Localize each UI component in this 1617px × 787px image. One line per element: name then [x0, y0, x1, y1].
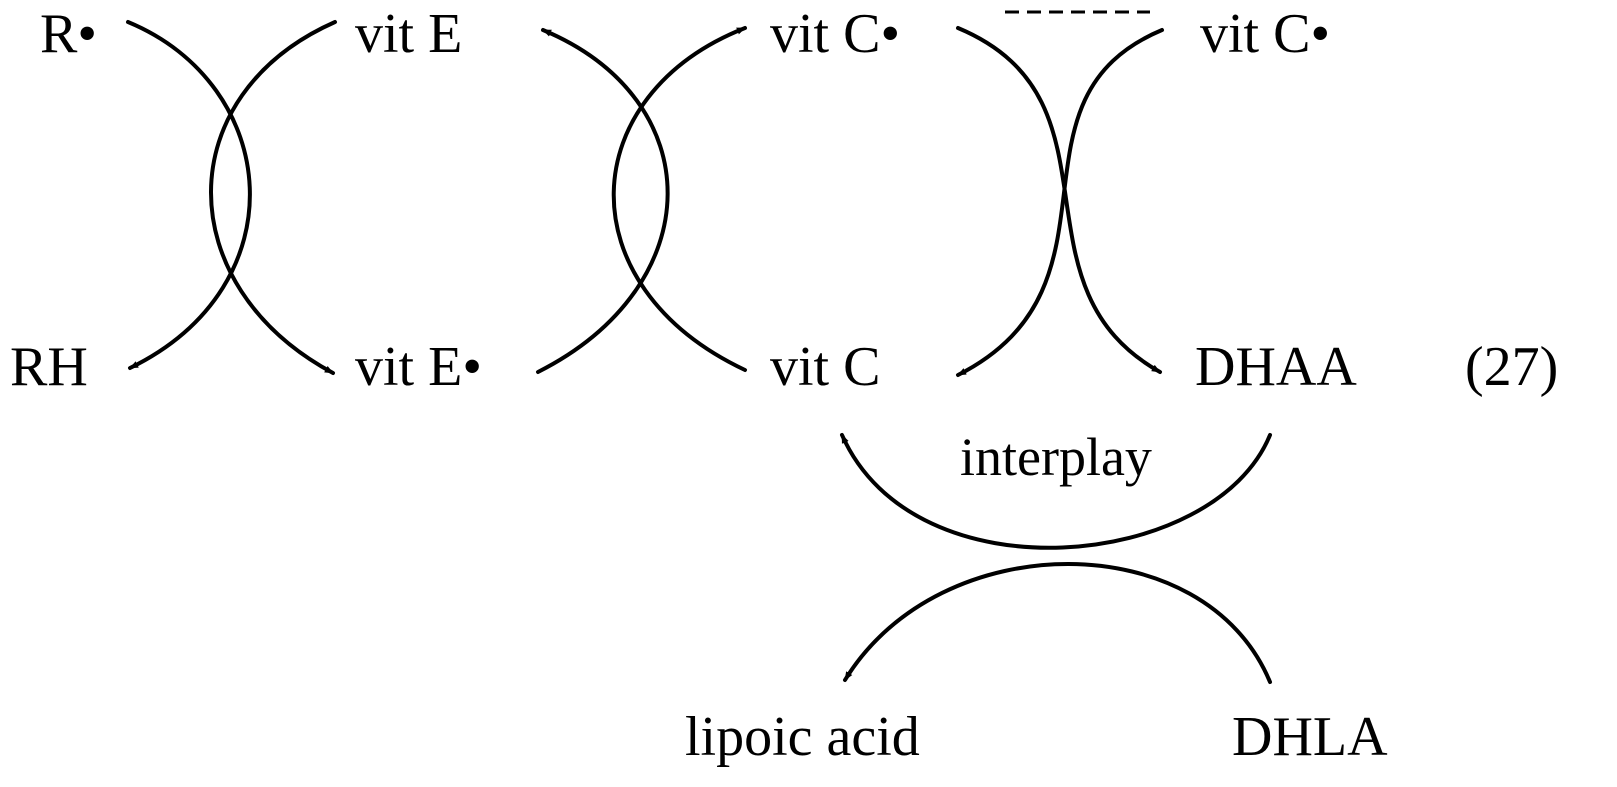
- arc-vit-c-radical-to-vit-c: [956, 28, 1164, 377]
- arc-r-radical-to-rh: [126, 20, 252, 370]
- species-lipoic-acid: lipoic acid: [685, 706, 920, 768]
- species-r-radical: R•: [40, 3, 97, 65]
- arc-vit-e-radical-to-vit-e: [536, 28, 670, 374]
- species-vit-c-radical-left: vit C•: [770, 3, 900, 65]
- species-vit-e: vit E: [355, 3, 462, 65]
- species-vit-c-radical-right: vit C•: [1200, 3, 1330, 65]
- species-vit-c: vit C: [770, 336, 880, 398]
- species-dhla: DHLA: [1232, 706, 1388, 768]
- arc-vit-e-to-vit-e-radical: [209, 20, 337, 375]
- interplay-label: interplay: [960, 427, 1152, 487]
- arc-dhla-to-lipoic-acid: [843, 562, 1272, 684]
- arc-dhaa-to-vit-c: [840, 433, 1272, 550]
- species-vit-e-radical: vit E•: [355, 336, 482, 398]
- arc-vit-c-radical-to-dhaa: [956, 26, 1162, 374]
- species-rh: RH: [10, 336, 88, 398]
- arc-vit-c-to-vit-c-radical: [611, 26, 747, 372]
- species-dhaa: DHAA: [1195, 336, 1357, 398]
- equation-number: (27): [1465, 336, 1558, 398]
